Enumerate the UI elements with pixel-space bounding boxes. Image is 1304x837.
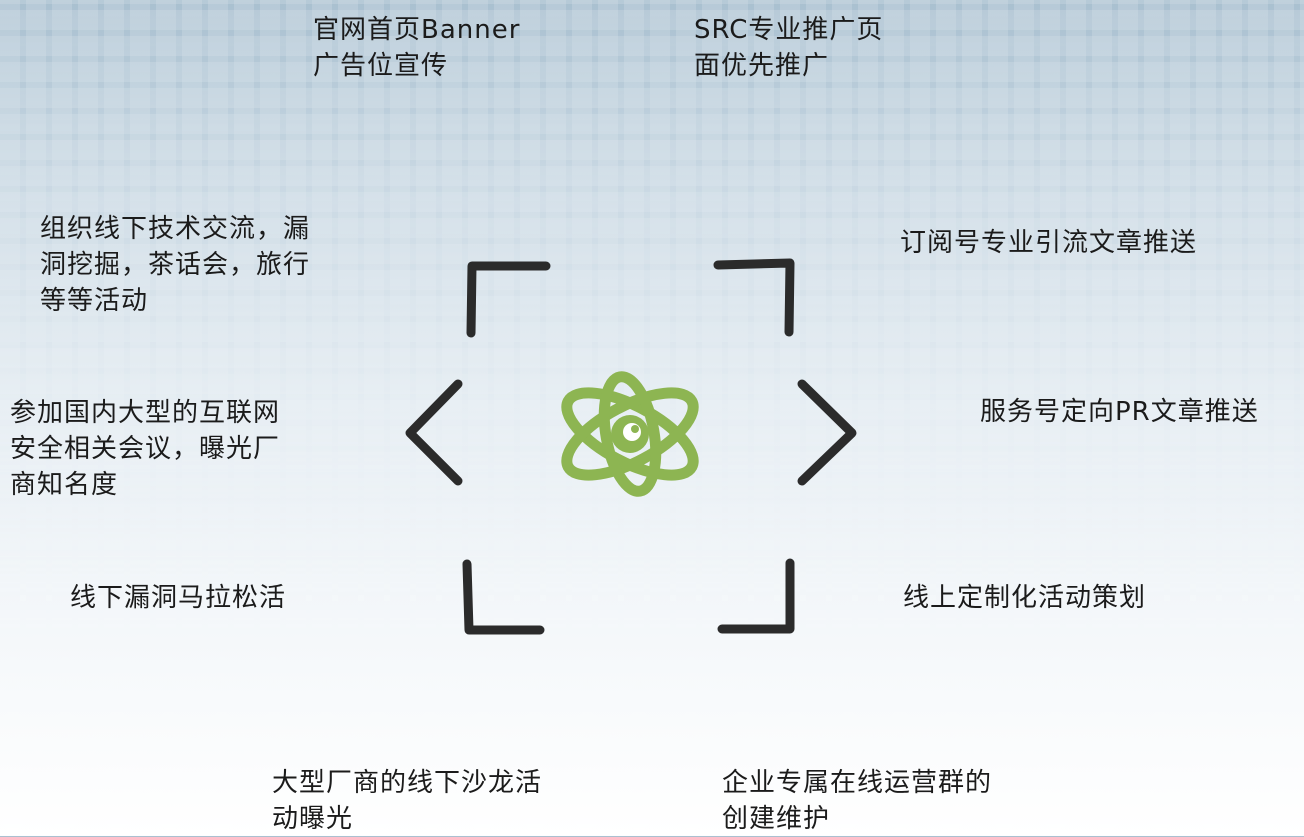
corner-bottom-left-bracket [462, 559, 545, 635]
atom-eye-logo-icon [561, 371, 699, 497]
label-top-left: 官网首页Banner 广告位宣传 [313, 15, 521, 81]
corner-top-right-bracket [713, 258, 795, 337]
corner-bottom-right-bracket [717, 558, 795, 634]
label-upper-left: 组织线下技术交流，漏 洞挖掘，茶话会，旅行 等等活动 [40, 214, 311, 316]
label-middle-right: 服务号定向PR文章推送 [980, 397, 1259, 427]
corner-top-left-bracket [466, 261, 551, 338]
label-lower-right: 线上定制化活动策划 [903, 583, 1147, 613]
chevron-right-icon [797, 379, 857, 486]
label-upper-right: 订阅号专业引流文章推送 [900, 228, 1198, 258]
chevron-left-icon [405, 379, 463, 486]
label-top-right: SRC专业推广页 面优先推广 [694, 15, 884, 81]
label-bottom-left: 大型厂商的线下沙龙活 动曝光 [272, 768, 543, 834]
label-bottom-right: 企业专属在线运营群的 创建维护 [722, 768, 993, 834]
label-middle-left: 参加国内大型的互联网 安全相关会议，曝光厂 商知名度 [10, 398, 281, 500]
label-lower-left: 线下漏洞马拉松活 [70, 583, 287, 613]
